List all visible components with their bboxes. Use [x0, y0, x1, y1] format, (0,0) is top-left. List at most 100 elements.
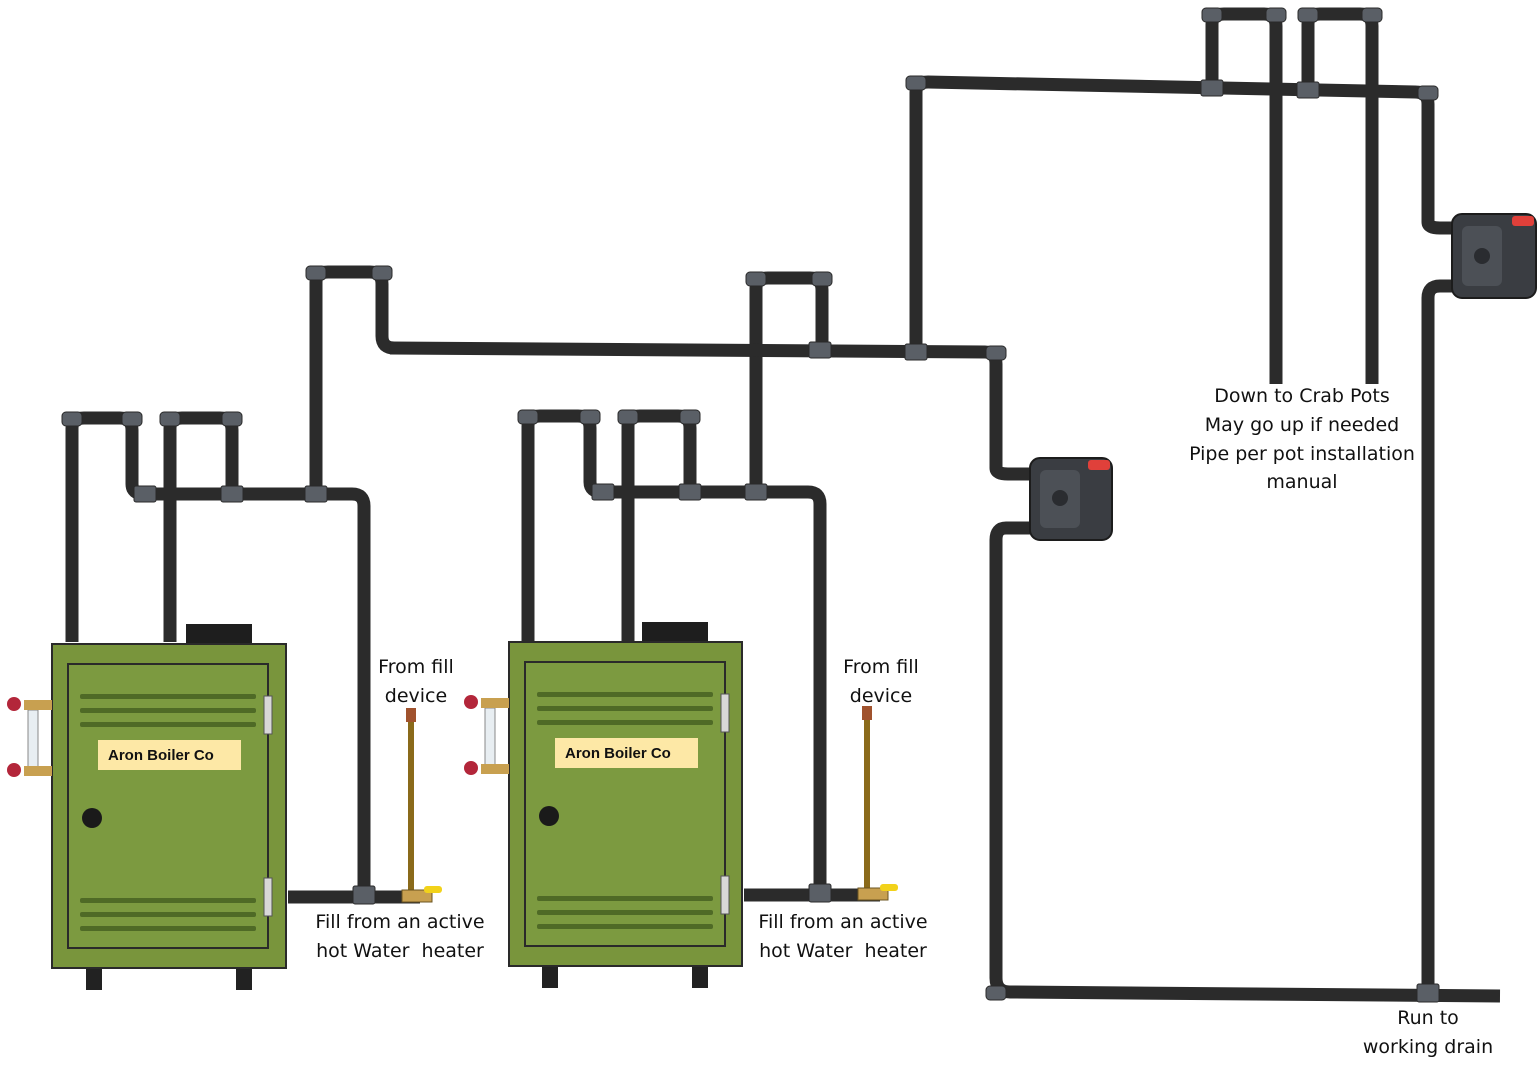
svg-text:device: device	[385, 685, 447, 707]
flue-vent	[642, 622, 708, 642]
nameplate	[555, 738, 698, 768]
crab-pot-branch-2	[1301, 7, 1379, 384]
tee-fitting	[904, 343, 928, 361]
svg-text:device: device	[850, 685, 912, 707]
elbow-fitting	[221, 411, 243, 427]
tee-fitting	[1296, 81, 1320, 99]
nameplate	[98, 740, 241, 770]
svg-text:From fill: From fill	[378, 656, 454, 678]
boiler-door	[67, 663, 269, 949]
elbow-fitting	[679, 409, 701, 425]
fill-valve	[857, 887, 889, 901]
elbow-fitting	[371, 265, 393, 281]
boiler2-header	[596, 485, 827, 892]
elbow-fitting	[1201, 7, 1223, 23]
trap-indicator-icon	[1512, 216, 1534, 226]
fill-cap	[862, 706, 872, 720]
tee-fitting	[808, 883, 832, 903]
sight-glass	[7, 697, 52, 777]
elbow-fitting	[159, 411, 181, 427]
trap2-outlet	[1421, 279, 1460, 994]
fill-cap	[406, 708, 416, 722]
steam-trap-1	[1029, 457, 1113, 541]
flue-vent	[186, 624, 252, 644]
boiler-leg	[236, 968, 252, 990]
elbow-fitting	[985, 985, 1007, 1001]
svg-text:working drain: working drain	[1363, 1036, 1493, 1058]
tee-fitting	[808, 341, 832, 359]
tee-fitting	[678, 483, 702, 501]
elbow-fitting	[811, 271, 833, 287]
label-hot-water-2: Fill from an active hot Water heater	[758, 911, 927, 962]
boiler-2: Aron Boiler Co	[464, 622, 743, 988]
fill-line-1	[401, 708, 442, 903]
label-fill-device-1: From fill device	[378, 656, 454, 707]
door-hinge	[720, 693, 730, 733]
label-hot-water-1: Fill from an active hot Water heater	[315, 911, 484, 962]
door-hinge	[263, 695, 273, 735]
svg-text:Pipe per pot installation: Pipe per pot installation	[1189, 443, 1415, 465]
elbow-fitting	[617, 409, 639, 425]
tee-fitting	[133, 485, 157, 503]
tee-fitting	[591, 483, 615, 501]
boiler2-riser-left	[521, 409, 603, 642]
fill-pipe	[408, 722, 414, 892]
svg-text:Fill from an active: Fill from an active	[758, 911, 927, 933]
hose-bib-handle-icon	[880, 884, 898, 891]
elbow-fitting	[985, 345, 1007, 361]
tee-fitting	[352, 885, 376, 905]
hose-bib-handle-icon	[424, 886, 442, 893]
steam-main	[389, 341, 1030, 481]
tee-fitting	[1416, 983, 1440, 1003]
trap-indicator-icon	[1088, 460, 1110, 470]
sight-glass	[464, 695, 509, 775]
label-drain: Run to working drain	[1363, 1007, 1493, 1058]
elbow-fitting	[1361, 7, 1383, 23]
svg-text:manual: manual	[1266, 471, 1337, 493]
elbow-fitting	[61, 411, 83, 427]
label-crab-pots: Down to Crab Pots May go up if needed Pi…	[1189, 385, 1415, 493]
elbow-fitting	[1297, 7, 1319, 23]
fill-pipe	[864, 720, 870, 890]
valve-handle-icon	[7, 697, 21, 711]
boiler-leg	[86, 968, 102, 990]
nameplate-text: Aron Boiler Co	[565, 745, 671, 762]
tee-fitting	[304, 485, 328, 503]
door-hinge	[263, 877, 273, 917]
louvers	[537, 692, 713, 929]
door-hinge	[720, 875, 730, 915]
boiler1-header	[140, 487, 371, 892]
elbow-fitting	[905, 75, 927, 91]
elbow-fitting	[305, 265, 327, 281]
door-knob	[82, 808, 102, 828]
pipe-fittings	[61, 7, 1440, 1003]
nameplate-text: Aron Boiler Co	[108, 747, 214, 764]
louvers	[80, 694, 256, 931]
boiler-1: Aron Boiler Co	[7, 624, 287, 990]
tee-fitting	[1200, 79, 1224, 97]
svg-text:Down to Crab Pots: Down to Crab Pots	[1214, 385, 1390, 407]
elbow-fitting	[745, 271, 767, 287]
svg-text:May go up if needed: May go up if needed	[1205, 414, 1399, 436]
elbow-fitting	[121, 411, 143, 427]
boiler-leg	[692, 966, 708, 988]
crab-pot-branch-1	[1205, 7, 1283, 384]
boiler-leg	[542, 966, 558, 988]
boiler1-main-riser	[309, 265, 395, 494]
boiler-door	[524, 661, 726, 947]
boiler2-riser-right	[621, 409, 697, 642]
valve-handle-icon	[7, 763, 21, 777]
elbow-fitting	[517, 409, 539, 425]
svg-text:hot Water heater: hot Water heater	[759, 940, 927, 962]
steam-trap-2	[1451, 213, 1537, 299]
svg-text:Run to: Run to	[1397, 1007, 1459, 1029]
tee-fitting	[220, 485, 244, 503]
svg-text:From fill: From fill	[843, 656, 919, 678]
elbow-fitting	[1265, 7, 1287, 23]
boiler1-riser-right	[163, 411, 239, 642]
fill-line-2	[857, 706, 898, 901]
elbow-fitting	[579, 409, 601, 425]
valve-handle-icon	[464, 695, 478, 709]
svg-text:hot Water heater: hot Water heater	[316, 940, 484, 962]
